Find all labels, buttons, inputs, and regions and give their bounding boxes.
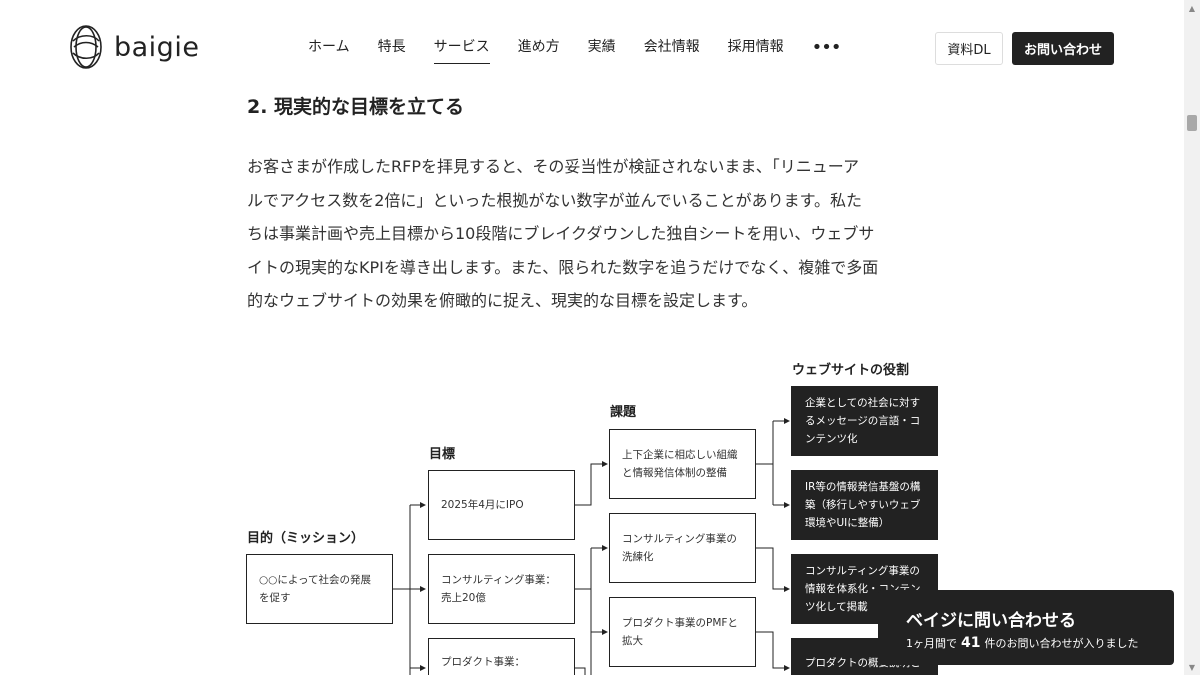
vertical-scrollbar[interactable]: ▲ ▼ [1184, 0, 1200, 675]
goal-2-line-2: 売上20億 [441, 592, 486, 604]
issue-2-line-2: 洗練化 [622, 551, 654, 563]
logo[interactable]: baigie [68, 24, 199, 70]
main-nav: ホーム 特長 サービス 進め方 実績 会社情報 採用情報 ••• [308, 36, 842, 64]
popup-suffix: 件のお問い合わせが入りました [984, 637, 1139, 650]
paragraph-line: 的なウェブサイトの効果を俯瞰的に捉え、現実的な目標を設定します。 [247, 291, 758, 310]
role-box-2: IR等の情報発信基盤の構 築（移行しやすいウェブ 環境やUIに整備） [791, 470, 938, 540]
role-box-1: 企業としての社会に対す るメッセージの言語・コ ンテンツ化 [791, 386, 938, 456]
role-3-line-1: コンサルティング事業の [805, 565, 920, 577]
goal-1-line-1: 2025年4月にIPO [441, 499, 524, 511]
issues-title: 課題 [610, 405, 637, 420]
role-1-line-1: 企業としての社会に対す [805, 397, 921, 409]
scroll-up-arrow-icon[interactable]: ▲ [1188, 3, 1196, 13]
more-menu-icon[interactable]: ••• [811, 37, 842, 58]
role-2-line-1: IR等の情報発信基盤の構 [805, 481, 921, 493]
scroll-down-arrow-icon[interactable]: ▼ [1188, 662, 1196, 672]
issue-box-3: プロダクト事業のPMFと 拡大 [609, 597, 756, 667]
logo-text: baigie [114, 31, 200, 63]
popup-subtitle: 1ヶ月間で 41 件のお問い合わせが入りました [906, 635, 1146, 651]
goal-box-1: 2025年4月にIPO [428, 470, 575, 540]
site-header: baigie ホーム 特長 サービス 進め方 実績 会社情報 採用情報 ••• … [0, 0, 1184, 92]
scroll-thumb[interactable] [1187, 115, 1197, 131]
goal-3-line-1: プロダクト事業： [441, 656, 525, 668]
nav-recruit[interactable]: 採用情報 [727, 39, 784, 55]
mission-box: ○○によって社会の発展 を促す [246, 554, 393, 624]
role-2-line-3: 環境やUIに整備） [805, 517, 890, 529]
popup-prefix: 1ヶ月間で [906, 637, 957, 650]
goals-title: 目標 [429, 447, 456, 462]
role-1-line-3: ンテンツ化 [805, 433, 858, 445]
role-box-3: コンサルティング事業の 情報を体系化・コンテン ツ化して掲載 [791, 554, 938, 624]
role-3-line-3: ツ化して掲載 [805, 601, 868, 613]
role-2-line-2: 築（移行しやすいウェブ [805, 499, 921, 511]
nav-process[interactable]: 進め方 [517, 39, 560, 55]
issue-box-1: 上下企業に相応しい組織 と情報発信体制の整備 [609, 429, 756, 499]
paragraph-line: イトの現実的なKPIを導き出します。また、限られた数字を追うだけでなく、複雑で多… [247, 257, 879, 277]
popup-count: 41 [961, 635, 981, 651]
paragraph-line: ちは事業計画や売上目標から10段階にブレイクダウンした独自シートを用い、ウェブサ [247, 224, 875, 243]
issue-1-line-2: と情報発信体制の整備 [622, 467, 727, 479]
section-heading: 2. 現実的な目標を立てる [247, 96, 465, 118]
article-paragraph: お客さまが作成したRFPを拝見すると、その妥当性が検証されないまま、「リニューア… [247, 150, 947, 318]
popup-title: ベイジに問い合わせる [906, 611, 1076, 631]
goal-box-2: コンサルティング事業： 売上20億 [428, 554, 575, 624]
goal-box-3: プロダクト事業： [428, 638, 575, 675]
paragraph-line: ルでアクセス数を2倍に」といった根拠がない数字が並んでいることがあります。私た [247, 190, 862, 210]
issue-box-2: コンサルティング事業の 洗練化 [609, 513, 756, 583]
issue-3-line-1: プロダクト事業のPMFと [622, 617, 738, 629]
nav-services[interactable]: サービス [433, 36, 490, 64]
paragraph-line: お客さまが作成したRFPを拝見すると、その妥当性が検証されないまま、「リニューア [247, 157, 860, 176]
download-button[interactable]: 資料DL [935, 32, 1003, 65]
contact-button[interactable]: お問い合わせ [1012, 32, 1114, 65]
nav-home[interactable]: ホーム [308, 39, 350, 55]
mission-line-2: を促す [259, 592, 291, 604]
mission-line-1: ○○によって社会の発展 [259, 574, 371, 586]
goal-2-line-1: コンサルティング事業： [441, 574, 556, 586]
nav-company[interactable]: 会社情報 [643, 39, 700, 55]
issue-1-line-1: 上下企業に相応しい組織 [622, 449, 738, 461]
mission-title: 目的（ミッション） [247, 531, 365, 546]
baigie-logo-icon [70, 25, 102, 69]
issue-2-line-1: コンサルティング事業の [622, 533, 737, 545]
issue-3-line-2: 拡大 [622, 635, 643, 647]
nav-works[interactable]: 実績 [587, 39, 616, 55]
contact-popup[interactable]: ベイジに問い合わせる 1ヶ月間で 41 件のお問い合わせが入りました [878, 590, 1174, 665]
nav-features[interactable]: 特長 [377, 39, 406, 55]
role-1-line-2: るメッセージの言語・コ [805, 415, 921, 427]
roles-title: ウェブサイトの役割 [792, 363, 910, 378]
